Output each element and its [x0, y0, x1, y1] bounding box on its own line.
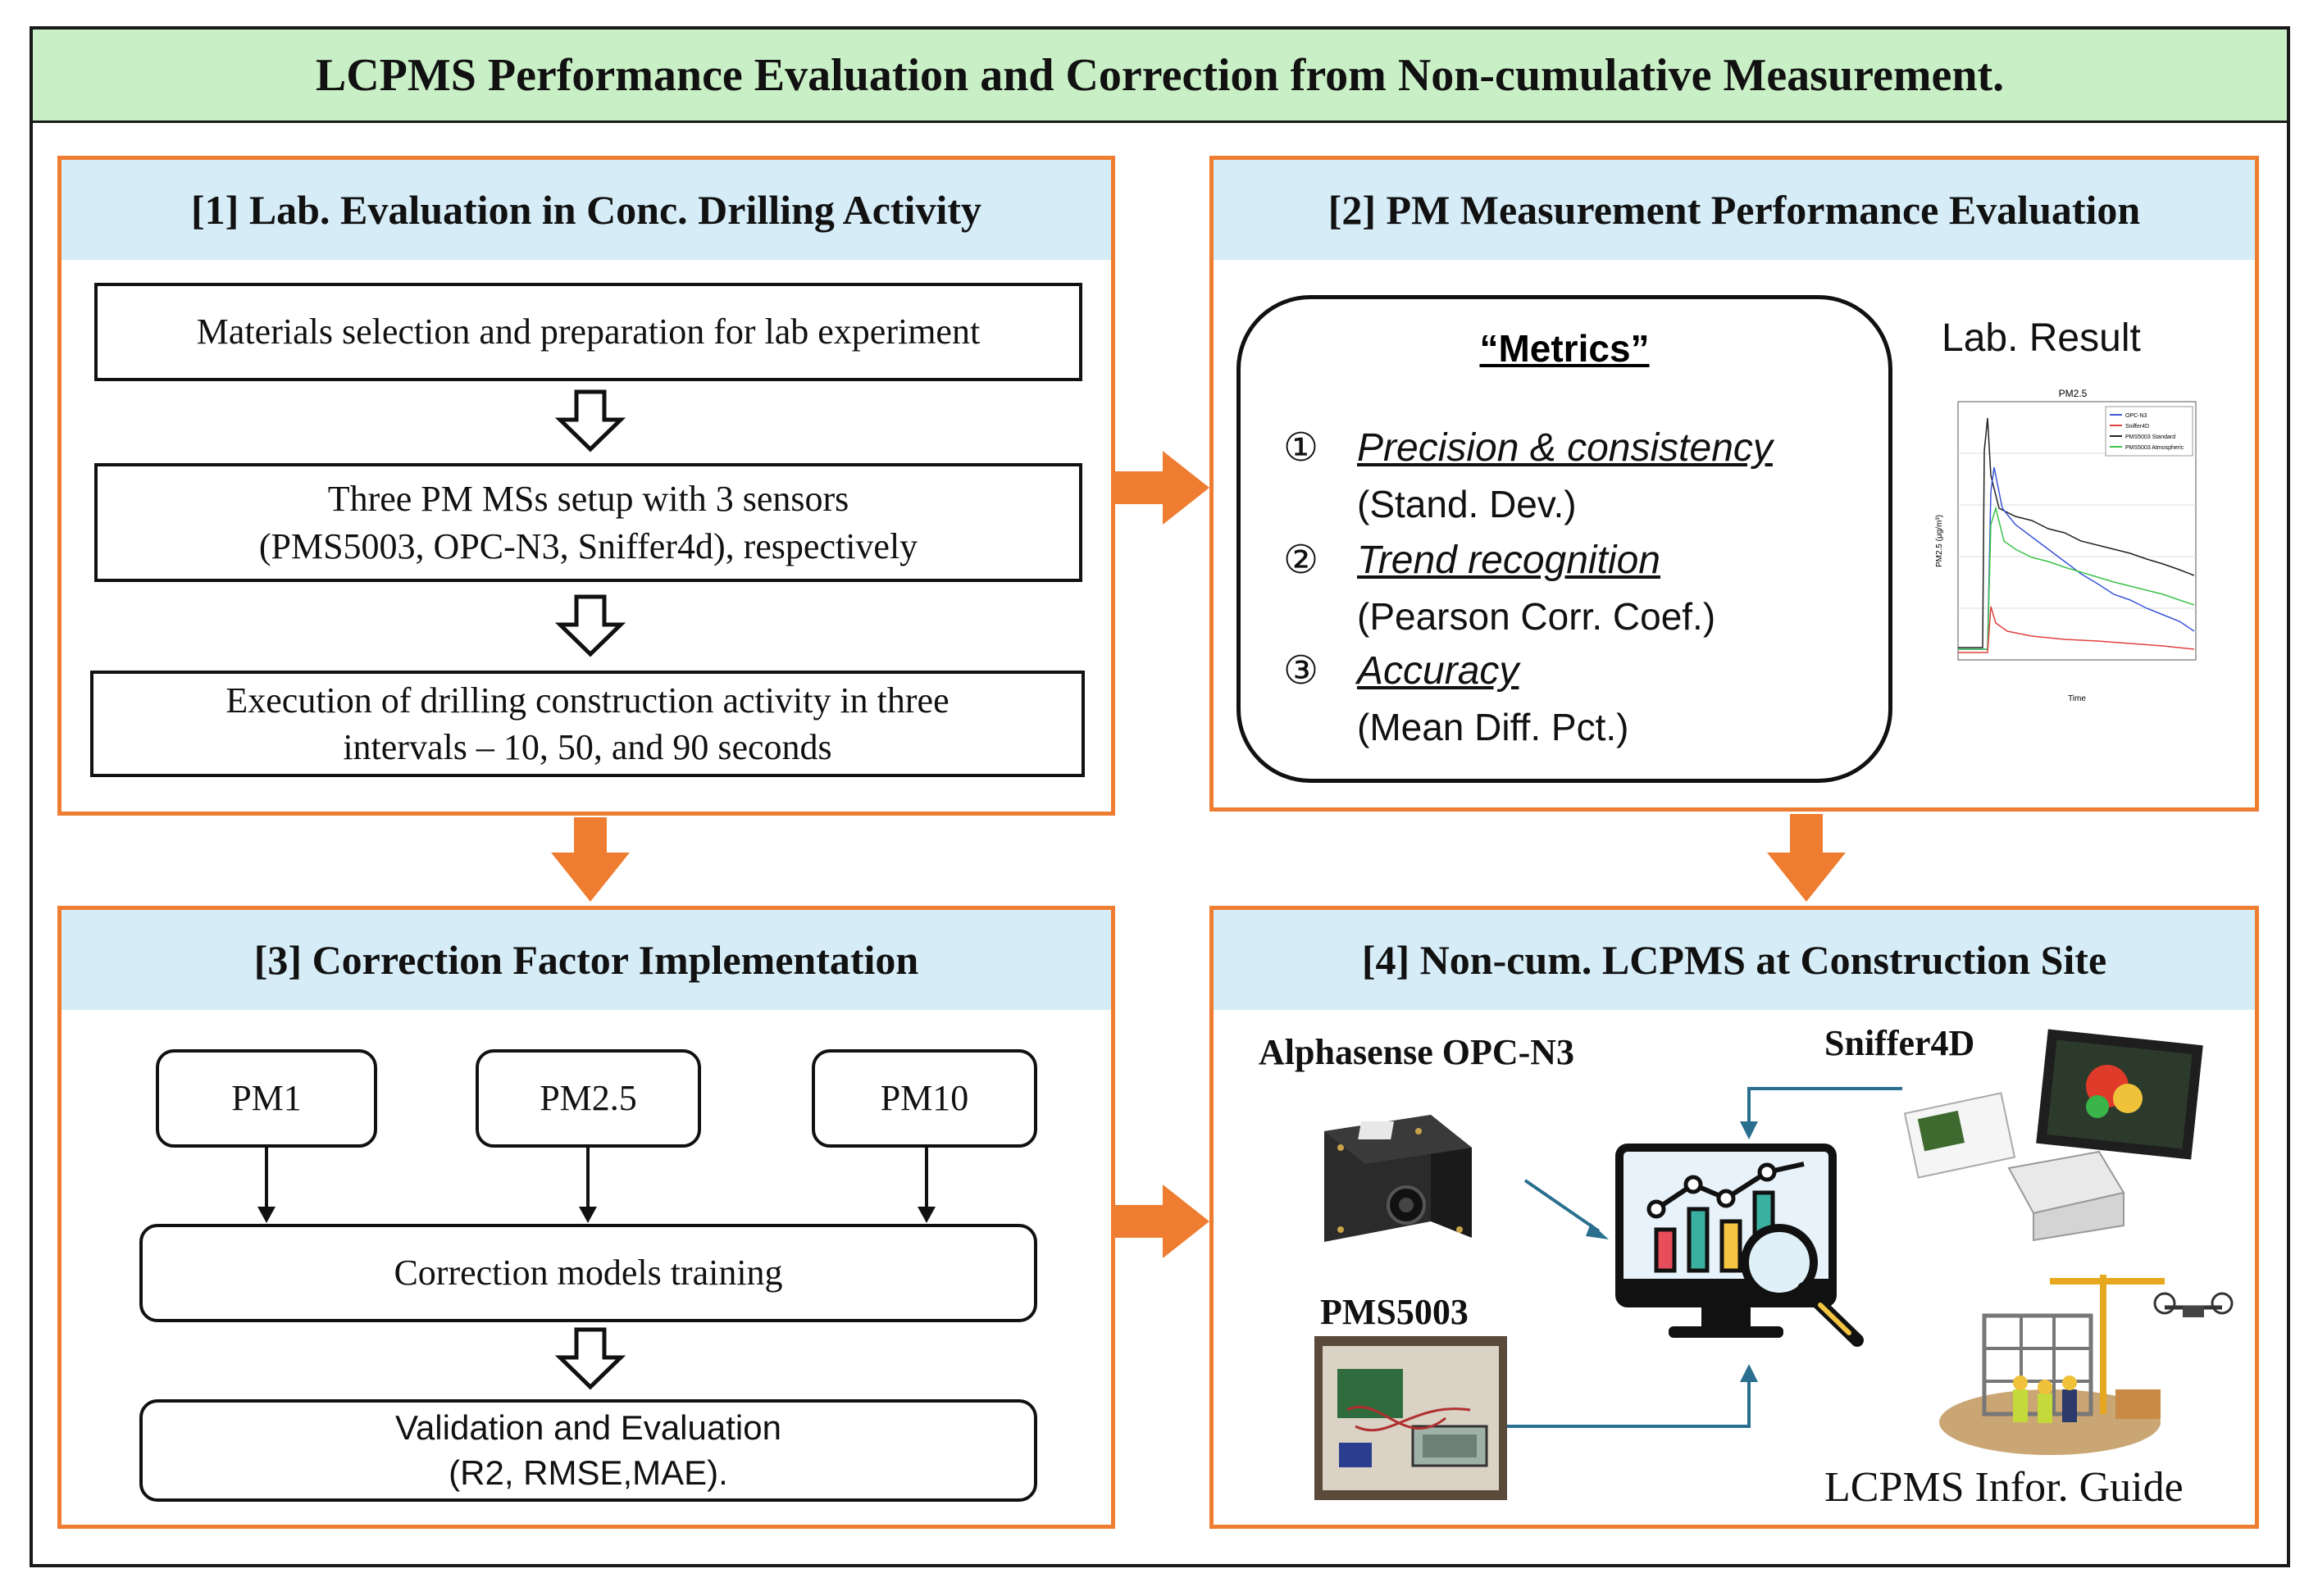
lab-result-chart-xlabel: Time — [2068, 694, 2086, 703]
sensor-pms-label: PMS5003 — [1320, 1292, 1469, 1332]
step-sensor-setup: Three PM MSs setup with 3 sensors (PMS50… — [94, 463, 1082, 582]
input-pm1-label: PM1 — [231, 1078, 302, 1119]
lab-result-legend-pms-standard: PMS5003 Standard — [2125, 434, 2175, 440]
lab-result-series-red — [1958, 606, 2195, 653]
hollow-down-arrow-3 — [554, 1327, 626, 1390]
analytics-monitor-icon — [1615, 1144, 1864, 1347]
hollow-down-arrow-1 — [554, 389, 626, 452]
lab-result-legend-opc: OPC-N3 — [2125, 413, 2147, 419]
panel-construction-site-heading: [4] Non-cum. LCPMS at Construction Site — [1214, 910, 2255, 1010]
input-pm25: PM2.5 — [476, 1049, 701, 1148]
lab-result-series-black — [1958, 417, 2195, 648]
input-pm10: PM10 — [812, 1049, 1037, 1148]
lab-result-chart-title: PM2.5 — [2059, 388, 2088, 399]
step-drilling-execution-line1: Execution of drilling construction activ… — [225, 680, 950, 721]
metric-trend-number: ② — [1283, 539, 1319, 582]
correction-training-text: Correction models training — [394, 1253, 783, 1294]
outer-frame — [30, 26, 2290, 1567]
lab-result-chart-ylabel: PM2.5 (μg/m³) — [1935, 515, 1944, 567]
orange-arrow-panel3-to-panel4[interactable] — [1115, 1184, 1209, 1258]
panel-construction-site: [4] Non-cum. LCPMS at Construction Site — [1209, 906, 2259, 1529]
lab-result-series-green — [1958, 506, 2195, 650]
validation-line1: Validation and Evaluation — [395, 1407, 781, 1447]
metric-accuracy-number: ③ — [1283, 649, 1319, 693]
lab-result-legend-sniffer: Sniffer4D — [2125, 424, 2149, 430]
panel-correction-factor: [3] Correction Factor Implementation — [57, 906, 1115, 1529]
correction-training-box: Correction models training — [139, 1224, 1037, 1322]
input-pm1: PM1 — [156, 1049, 377, 1148]
metric-trend-sub: (Pearson Corr. Coef.) — [1357, 595, 1716, 638]
lab-result-legend-pms-atmospheric: PMS5003 Atmospheric — [2125, 445, 2184, 451]
metric-accuracy: ③ Accuracy — [1283, 648, 1519, 693]
connector-opc-to-monitor — [1523, 1179, 1601, 1233]
step-sensor-setup-line2: (PMS5003, OPC-N3, Sniffer4d), respective… — [258, 525, 918, 566]
metric-trend-label: Trend recognition — [1357, 539, 1660, 582]
metric-accuracy-label: Accuracy — [1357, 649, 1519, 693]
orange-arrow-panel1-to-panel2[interactable] — [1115, 451, 1209, 525]
page-title: LCPMS Performance Evaluation and Correct… — [33, 30, 2287, 123]
sensor-opc-label: Alphasense OPC-N3 — [1259, 1032, 1575, 1072]
panel-lab-evaluation: [1] Lab. Evaluation in Conc. Drilling Ac… — [57, 156, 1115, 816]
input-pm25-label: PM2.5 — [540, 1078, 637, 1119]
hollow-down-arrow-2 — [554, 594, 626, 657]
lab-result-chart: PM2.5 PM2.5 (μg/m³) Time OPC-N3 Sniffer4… — [1935, 388, 2197, 703]
lab-result-label: Lab. Result — [1942, 316, 2141, 360]
panel-lab-evaluation-heading: [1] Lab. Evaluation in Conc. Drilling Ac… — [61, 160, 1111, 260]
metric-precision: ① Precision & consistency — [1283, 425, 1773, 471]
step-materials-selection: Materials selection and preparation for … — [94, 283, 1082, 381]
metric-precision-sub: (Stand. Dev.) — [1357, 483, 1577, 525]
panel-correction-factor-heading: [3] Correction Factor Implementation — [61, 910, 1111, 1010]
construction-guide-icon — [1939, 1275, 2234, 1455]
validation-line2: (R2, RMSE,MAE). — [449, 1453, 728, 1492]
step-materials-selection-text: Materials selection and preparation for … — [196, 311, 981, 352]
pms-board-photo — [1314, 1336, 1507, 1500]
step-drilling-execution: Execution of drilling construction activ… — [90, 671, 1085, 777]
sniffer-device-icon — [1903, 1029, 2203, 1242]
input-pm10-label: PM10 — [880, 1078, 969, 1119]
metrics-box — [1236, 295, 1892, 783]
panel-pm-performance-heading: [2] PM Measurement Performance Evaluatio… — [1214, 160, 2255, 260]
sensor-sniffer-label: Sniffer4D — [1824, 1023, 1975, 1063]
guide-label: LCPMS Infor. Guide — [1824, 1464, 2184, 1511]
connector-pms-to-monitor — [1507, 1377, 1751, 1428]
validation-box: Validation and Evaluation (R2, RMSE,MAE)… — [139, 1399, 1037, 1502]
opc-sensor-icon — [1324, 1115, 1472, 1242]
step-sensor-setup-line1: Three PM MSs setup with 3 sensors — [327, 479, 849, 520]
metric-precision-number: ① — [1283, 426, 1319, 470]
step-drilling-execution-line2: intervals – 10, 50, and 90 seconds — [343, 727, 832, 767]
orange-arrow-panel1-to-panel3[interactable] — [551, 817, 630, 902]
lab-result-series-blue — [1958, 466, 2195, 650]
orange-arrow-panel2-to-panel4[interactable] — [1767, 814, 1846, 902]
panel-pm-performance: [2] PM Measurement Performance Evaluatio… — [1209, 156, 2259, 812]
metric-trend: ② Trend recognition — [1283, 537, 1660, 583]
metric-precision-label: Precision & consistency — [1357, 426, 1773, 470]
connector-sniffer-to-monitor — [1747, 1087, 1902, 1127]
metric-accuracy-sub: (Mean Diff. Pct.) — [1357, 706, 1629, 748]
metrics-title: “Metrics” — [1479, 327, 1650, 370]
